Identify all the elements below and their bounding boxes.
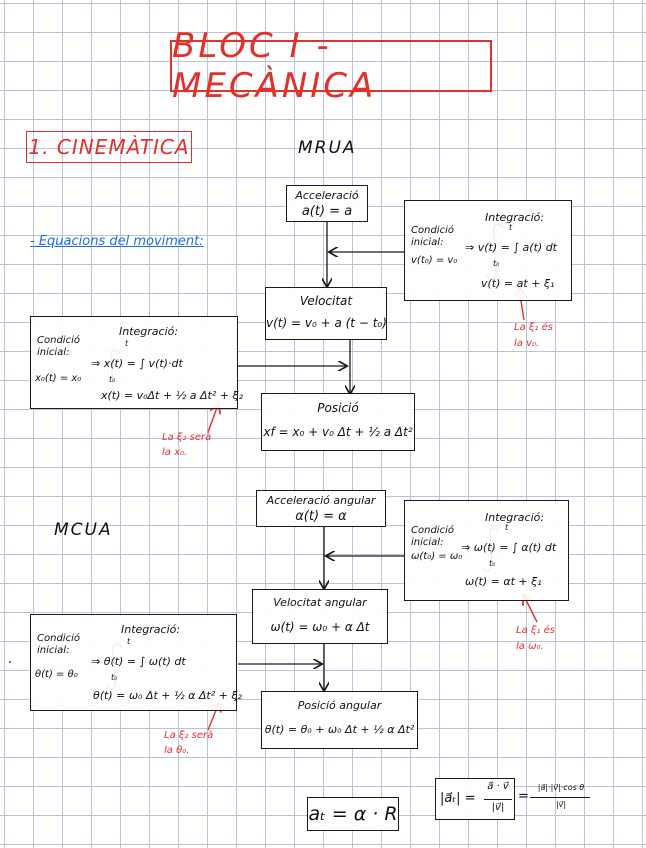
int-right2-lower: t₀ xyxy=(489,559,496,568)
tangential-formula: aₜ = α · R xyxy=(308,803,398,825)
int-left2-label: Integració: xyxy=(121,623,181,636)
mcua-velocity-box: Velocitat angular ω(t) = ω₀ + α Δt xyxy=(252,589,388,644)
int-right2-result: ω(t) = αt + ξ₁ xyxy=(465,575,542,588)
int-right-result: v(t) = at + ξ₁ xyxy=(481,277,555,290)
int-right2-cond-value: ω(t₀) = ω₀ xyxy=(411,551,463,562)
int-right-cond-value: v(t₀) = v₀ xyxy=(411,255,458,266)
mcua-position-title: Posició angular xyxy=(297,699,382,712)
mrua-position-box: Posició xf = x₀ + v₀ Δt + ½ a Δt² xyxy=(261,393,415,451)
note-left-line1: La ξ₂ serà xyxy=(162,432,212,443)
page-title: BLOC I - MECÀNICA xyxy=(170,26,492,106)
mrua-position-title: Posició xyxy=(317,401,359,415)
mrua-integration-right: Integració: Condició inicial: v(t₀) = v₀… xyxy=(404,200,572,301)
mrua-velocity-title: Velocitat xyxy=(299,294,353,308)
note-right2-line2: la ω₀. xyxy=(516,641,544,652)
mcua-label: MCUA xyxy=(54,520,113,540)
int-left2-lower: t₀ xyxy=(111,673,118,682)
at-lhs: |a⃗ₜ| = xyxy=(440,791,476,806)
equations-heading: - Equacions del moviment: xyxy=(30,234,204,249)
int-left2-integral: ⇒ θ(t) = ∫ ω(t) dt xyxy=(91,655,186,668)
int-left2-cond-value: θ(t) = θ₀ xyxy=(35,669,78,680)
int-left-integral: ⇒ x(t) = ∫ v(t)·dt xyxy=(91,357,183,370)
int-left2-result: θ(t) = ω₀ Δt + ½ α Δt² + ξ₂ xyxy=(93,689,242,702)
int-left-cond-label: Condició inicial: xyxy=(37,335,80,358)
mrua-acceleration-title: Acceleració xyxy=(295,189,359,202)
mcua-integration-right: Integració: Condició inicial: ω(t₀) = ω₀… xyxy=(404,500,569,601)
int-left2-cond-label: Condició inicial: xyxy=(37,633,80,656)
note-left-line2: la x₀. xyxy=(162,447,188,458)
int-left-result: x(t) = v₀Δt + ½ a Δt² + ξ₂ xyxy=(101,389,243,402)
mrua-velocity-formula: v(t) = v₀ + a (t − t₀) xyxy=(266,316,387,330)
at-denominator-2: |v⃗| xyxy=(555,800,567,809)
note-right-line1: La ξ₁ és xyxy=(514,322,554,333)
mcua-acceleration-title: Acceleració angular xyxy=(266,494,376,507)
mrua-label: MRUA xyxy=(298,138,357,158)
section-heading: 1. CINEMÀTICA xyxy=(26,131,192,163)
int-right-label: Integració: xyxy=(485,211,545,224)
int-left-label: Integració: xyxy=(119,325,179,338)
mcua-velocity-title: Velocitat angular xyxy=(273,596,367,609)
note-left2-line1: La ξ₂ serà xyxy=(164,730,214,741)
mcua-position-formula: θ(t) = θ₀ + ω₀ Δt + ½ α Δt² xyxy=(264,723,415,736)
at-modulus-box: |a⃗ₜ| = a⃗ · v⃗ |v⃗| xyxy=(435,778,515,820)
int-left-upper: t xyxy=(125,339,129,348)
note-left2-line2: la θ₀. xyxy=(164,745,190,756)
mcua-acceleration-formula: α(t) = α xyxy=(295,509,347,524)
at-numerator: a⃗ · v⃗ xyxy=(487,781,509,792)
mcua-acceleration-box: Acceleració angular α(t) = α xyxy=(256,490,386,527)
mcua-velocity-formula: ω(t) = ω₀ + α Δt xyxy=(270,620,370,634)
note-right-line2: la v₀. xyxy=(514,338,540,349)
at-numerator-2: |a⃗|·|v⃗|·cos θ xyxy=(537,783,585,792)
int-right2-upper: t xyxy=(505,523,509,532)
mcua-position-box: Posició angular θ(t) = θ₀ + ω₀ Δt + ½ α … xyxy=(261,691,418,749)
at-denominator: |v⃗| xyxy=(491,802,505,813)
mrua-acceleration-formula: a(t) = a xyxy=(301,204,353,219)
int-right-cond-label: Condició inicial: xyxy=(411,225,454,248)
mrua-acceleration-box: Acceleració a(t) = a xyxy=(286,185,368,222)
mcua-integration-left: Integració: Condició inicial: θ(t) = θ₀ … xyxy=(30,614,242,711)
int-right-upper: t xyxy=(509,223,513,232)
int-left2-upper: t xyxy=(127,637,131,646)
mrua-integration-left: Integració: Condició inicial: x₀(t) = x₀… xyxy=(30,316,243,409)
mrua-velocity-box: Velocitat v(t) = v₀ + a (t − t₀) xyxy=(265,287,387,340)
int-right2-integral: ⇒ ω(t) = ∫ α(t) dt xyxy=(461,541,557,554)
mrua-position-formula: xf = x₀ + v₀ Δt + ½ a Δt² xyxy=(263,425,413,439)
int-right-integral: ⇒ v(t) = ∫ a(t) dt xyxy=(465,241,557,254)
tangential-formula-box: aₜ = α · R xyxy=(307,797,399,831)
at-equals: = xyxy=(518,789,529,804)
int-left-lower: t₀ xyxy=(109,375,116,384)
note-right2-line1: La ξ₁ és xyxy=(516,625,556,636)
int-right2-label: Integració: xyxy=(485,511,545,524)
int-left-cond-value: x₀(t) = x₀ xyxy=(35,373,82,384)
int-right2-cond-label: Condició inicial: xyxy=(411,525,454,548)
int-right-lower: t₀ xyxy=(493,259,500,268)
